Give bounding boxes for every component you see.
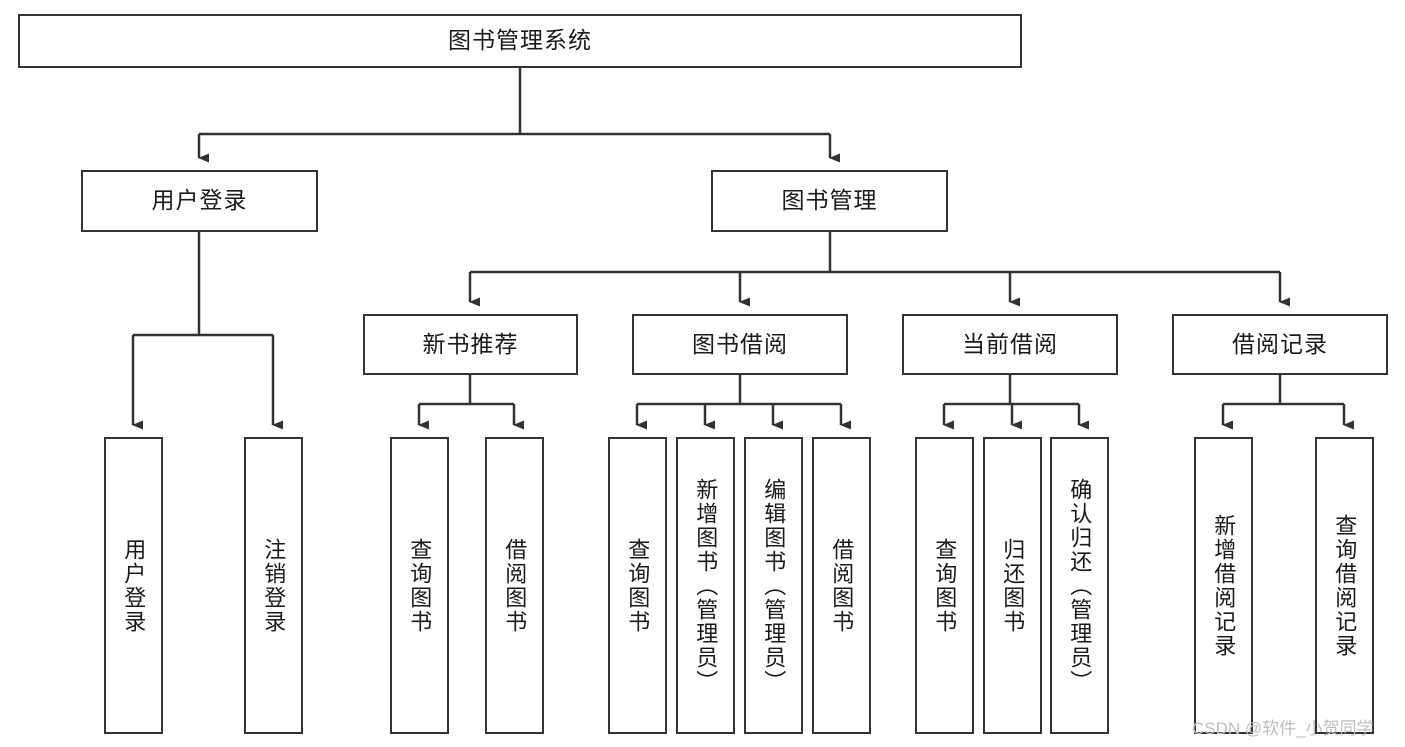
node-leaf-add-book[interactable]: 新增图书（管理员）	[676, 437, 735, 734]
node-leaf-add-record-label: 新增借阅记录	[1211, 513, 1237, 658]
node-user-login-label: 用户登录	[151, 187, 248, 214]
node-leaf-user-logout[interactable]: 注销登录	[244, 437, 303, 734]
node-leaf-confirm-return[interactable]: 确认归还（管理员）	[1050, 437, 1109, 734]
node-leaf-query-book-2[interactable]: 查询图书	[608, 437, 667, 734]
node-current-borrow[interactable]: 当前借阅	[902, 314, 1118, 375]
node-book-manage-label: 图书管理	[781, 187, 878, 214]
node-book-borrow[interactable]: 图书借阅	[632, 314, 848, 375]
node-leaf-query-book-3[interactable]: 查询图书	[915, 437, 974, 734]
node-leaf-borrow-book-1-label: 借阅图书	[502, 537, 528, 634]
node-user-login[interactable]: 用户登录	[81, 170, 318, 232]
node-current-borrow-label: 当前借阅	[962, 330, 1058, 357]
node-leaf-borrow-book-2[interactable]: 借阅图书	[812, 437, 871, 734]
node-leaf-return-book-label: 归还图书	[1000, 537, 1026, 634]
node-leaf-query-record-label: 查询借阅记录	[1332, 513, 1358, 658]
node-leaf-user-login-label: 用户登录	[121, 537, 147, 634]
node-leaf-borrow-book-1[interactable]: 借阅图书	[485, 437, 544, 734]
node-borrow-record[interactable]: 借阅记录	[1172, 314, 1388, 375]
node-new-book-recommend[interactable]: 新书推荐	[363, 314, 578, 375]
node-leaf-confirm-return-label: 确认归还（管理员）	[1067, 477, 1093, 694]
node-root-label: 图书管理系统	[448, 27, 592, 54]
node-leaf-query-book-1[interactable]: 查询图书	[390, 437, 449, 734]
node-leaf-borrow-book-2-label: 借阅图书	[829, 537, 855, 634]
node-new-book-recommend-label: 新书推荐	[422, 330, 519, 357]
node-book-borrow-label: 图书借阅	[692, 330, 788, 357]
node-book-manage[interactable]: 图书管理	[711, 170, 948, 232]
node-leaf-query-book-3-label: 查询图书	[932, 537, 958, 634]
csdn-watermark: CSDN @软件_小贺同学	[1192, 719, 1374, 738]
node-leaf-query-book-1-label: 查询图书	[407, 537, 433, 634]
node-root[interactable]: 图书管理系统	[18, 14, 1022, 68]
node-leaf-add-record[interactable]: 新增借阅记录	[1194, 437, 1253, 734]
node-leaf-user-logout-label: 注销登录	[261, 537, 287, 634]
node-leaf-query-book-2-label: 查询图书	[625, 537, 651, 634]
node-leaf-query-record[interactable]: 查询借阅记录	[1315, 437, 1374, 734]
node-leaf-user-login[interactable]: 用户登录	[104, 437, 163, 734]
node-borrow-record-label: 借阅记录	[1232, 330, 1328, 357]
node-leaf-add-book-label: 新增图书（管理员）	[693, 477, 719, 694]
node-leaf-edit-book-label: 编辑图书（管理员）	[761, 477, 787, 694]
node-leaf-edit-book[interactable]: 编辑图书（管理员）	[744, 437, 803, 734]
node-leaf-return-book[interactable]: 归还图书	[983, 437, 1042, 734]
